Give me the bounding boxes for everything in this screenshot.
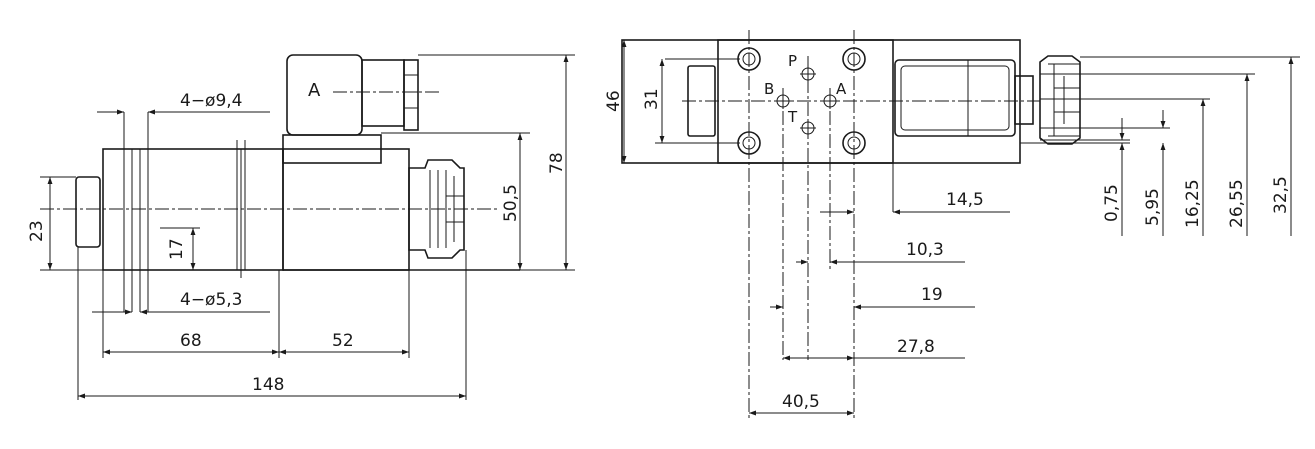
dim-32-5: 32,5 (1271, 176, 1291, 214)
connector-housing: A (282, 54, 440, 164)
dim-17: 17 (167, 238, 187, 260)
dim-16-25: 16,25 (1183, 179, 1203, 228)
dim-68: 68 (180, 331, 202, 351)
dim-26-55: 26,55 (1227, 179, 1247, 228)
dim-23: 23 (27, 220, 47, 242)
dim-hole-small: 4−ø5,3 (180, 290, 243, 310)
dim-40-5: 40,5 (782, 392, 820, 412)
dim-148: 148 (252, 375, 284, 395)
dim-78: 78 (547, 152, 567, 174)
dim-10-3: 10,3 (906, 240, 944, 260)
end-nut (75, 176, 101, 248)
dim-5-95: 5,95 (1143, 188, 1163, 226)
coil-top (894, 59, 1034, 137)
port-label-t: T (787, 108, 798, 126)
connector-label: A (308, 80, 321, 101)
dim-50-5: 50,5 (501, 184, 521, 222)
side-view: A 4−ø9,4 (27, 54, 575, 400)
dim-14-5: 14,5 (946, 190, 984, 210)
dim-31: 31 (642, 88, 662, 110)
dim-52: 52 (332, 331, 354, 351)
port-label-p: P (788, 52, 797, 70)
dim-hole-large: 4−ø9,4 (180, 91, 243, 111)
dim-27-8: 27,8 (897, 337, 935, 357)
dim-0-75: 0,75 (1102, 184, 1122, 222)
dim-19: 19 (921, 285, 943, 305)
top-view: P A B T 46 31 14,5 10 (604, 30, 1300, 420)
mounting-holes (123, 112, 246, 312)
port-label-b: B (764, 80, 774, 98)
knob-top (1039, 55, 1081, 145)
port-label-a: A (836, 80, 847, 98)
dim-46: 46 (604, 90, 624, 112)
